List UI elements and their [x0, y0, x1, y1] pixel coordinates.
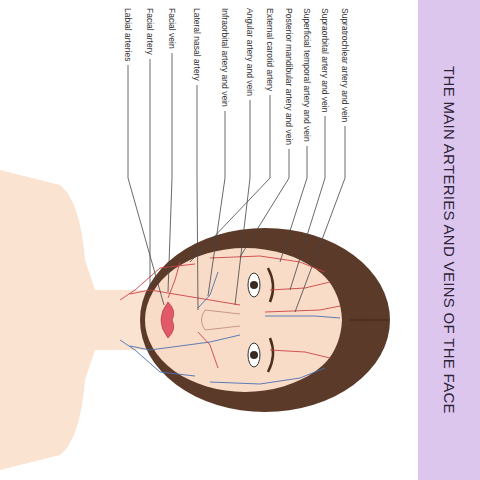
- part-label: External carotid artery: [265, 8, 275, 91]
- eye: [248, 343, 260, 367]
- part-label: Facial vein: [167, 8, 177, 49]
- vein: [130, 335, 240, 350]
- artery: [265, 306, 340, 312]
- vessels: [120, 256, 340, 384]
- eyebrow: [268, 338, 273, 372]
- artery: [130, 290, 240, 305]
- part-label: Supraorbital artery and vein: [320, 8, 330, 112]
- vein: [210, 368, 325, 384]
- part-label: Posterior mandibular artery and vein: [284, 8, 294, 145]
- artery: [198, 332, 218, 368]
- part-label: Lateral nasal artery: [192, 8, 202, 81]
- leader-line: [280, 146, 307, 262]
- eye: [248, 273, 260, 297]
- part-label: Supratrochlear artery and vein: [340, 8, 350, 122]
- hair-fringe: [280, 248, 362, 392]
- part-label: Infraorbital artery and vein: [220, 8, 230, 107]
- part-label: Labial arteries: [123, 8, 133, 61]
- leader-line: [197, 85, 198, 310]
- part-label: Angular artery and vein: [245, 8, 255, 96]
- artery: [270, 282, 330, 290]
- leader-line: [128, 65, 164, 305]
- vein: [265, 316, 340, 318]
- part-label: Facial artery: [145, 8, 155, 55]
- vein: [120, 340, 195, 376]
- iris: [250, 281, 258, 289]
- leader-line: [190, 95, 270, 262]
- nose: [202, 310, 241, 330]
- diagram-title: THE MAIN ARTERIES AND VEINS OF THE FACE: [418, 0, 480, 480]
- leader-line: [208, 111, 225, 296]
- eyebrow: [268, 268, 273, 302]
- face-skin: [145, 248, 345, 392]
- vein: [198, 272, 218, 308]
- hair: [140, 228, 390, 412]
- leader-line: [295, 126, 345, 312]
- neck-shoulders: [0, 170, 160, 470]
- leader-line: [235, 100, 250, 305]
- leader-line: [290, 116, 325, 290]
- artery: [270, 350, 330, 358]
- artery: [210, 256, 325, 272]
- iris: [250, 351, 258, 359]
- lips: [161, 302, 174, 338]
- title-band: [418, 0, 480, 480]
- part-label: Superficial temporal artery and vein: [302, 8, 312, 142]
- artery: [168, 262, 180, 298]
- hair-part: [350, 320, 388, 321]
- leader-line: [168, 53, 172, 292]
